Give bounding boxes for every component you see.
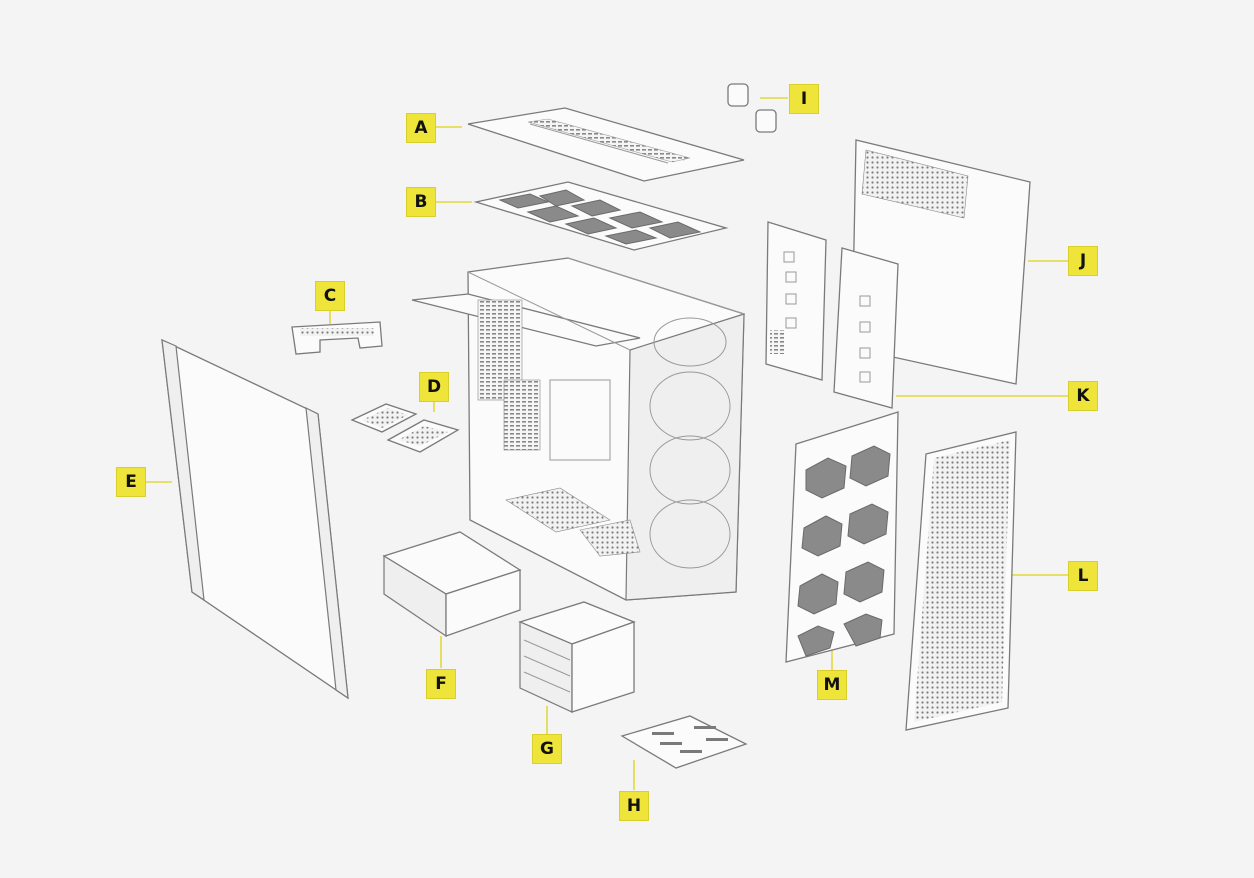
leader-lines bbox=[146, 97, 1068, 790]
part-g-hdd-cage bbox=[518, 601, 636, 713]
part-l-front-mesh bbox=[905, 431, 1017, 731]
callout-j: J bbox=[1068, 246, 1098, 276]
part-h-ssd-bracket bbox=[620, 715, 748, 769]
part-i-caps bbox=[727, 83, 777, 133]
part-e-side-panel bbox=[161, 338, 349, 700]
part-f-drive-cage bbox=[382, 531, 522, 638]
callout-d: D bbox=[419, 372, 449, 402]
callout-c: C bbox=[315, 281, 345, 311]
chassis bbox=[411, 257, 745, 601]
part-a-top-cover bbox=[467, 107, 745, 182]
callout-g: G bbox=[532, 734, 562, 764]
callout-i: I bbox=[789, 84, 819, 114]
part-d-small-filters bbox=[350, 403, 460, 453]
callout-h: H bbox=[619, 791, 649, 821]
part-b-top-filter bbox=[473, 181, 729, 251]
part-k-tray-covers bbox=[765, 221, 899, 409]
callout-a: A bbox=[406, 113, 436, 143]
part-m-front-filter bbox=[785, 411, 899, 663]
part-c-bracket bbox=[291, 321, 383, 355]
callout-b: B bbox=[406, 187, 436, 217]
callout-k: K bbox=[1068, 381, 1098, 411]
callout-l: L bbox=[1068, 561, 1098, 591]
callout-m: M bbox=[817, 670, 847, 700]
callout-e: E bbox=[116, 467, 146, 497]
callout-f: F bbox=[426, 669, 456, 699]
part-j-rear-panel bbox=[851, 139, 1031, 385]
